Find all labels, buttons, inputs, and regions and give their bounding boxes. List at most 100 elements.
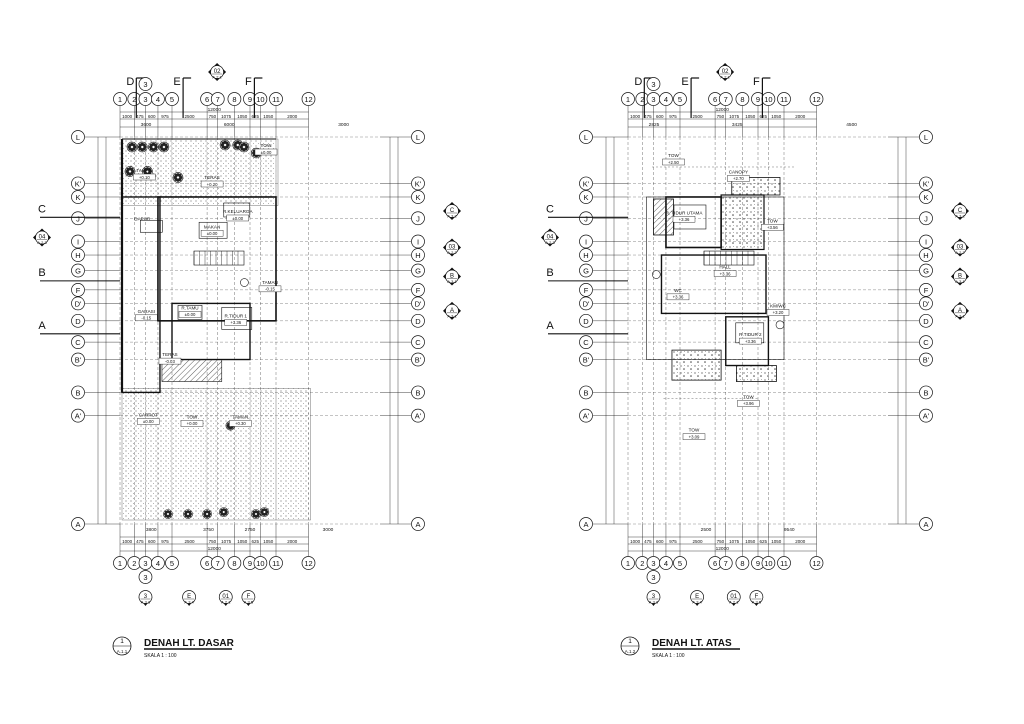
callout-right-C-circle xyxy=(445,204,459,218)
grid-bubble-bottom-12-circle xyxy=(301,556,316,570)
dim-top-10: 2000 xyxy=(795,114,806,119)
level-box-7 xyxy=(224,319,247,326)
room-level-3: +3.56 xyxy=(767,225,778,230)
grid-bubble-bottom-3b: 3 xyxy=(651,573,655,582)
callout-right-B-code: A.3.1 xyxy=(955,279,965,284)
grid-bubble-right-H: H xyxy=(415,251,420,260)
grid-bubble-right-D'-circle xyxy=(411,296,425,311)
callout-left-04-circle xyxy=(543,230,557,245)
grid-bubble-top-12: 12 xyxy=(812,95,820,104)
grid-bubble-left-K-circle xyxy=(579,190,593,204)
room-label-5: GARASI xyxy=(138,309,155,314)
grid-bubble-left-A-circle xyxy=(71,517,85,531)
yard-shrub-1-leaf xyxy=(188,510,192,514)
section-tag-top-02: 02A.2.1 xyxy=(208,63,227,81)
garden-shrub-1-leaf xyxy=(142,143,146,147)
grid-bubble-bottom-2: 2 xyxy=(132,559,136,568)
grid-bubble-right-F-circle xyxy=(919,283,933,297)
dim-bottom-group-0: 2500 xyxy=(701,527,712,533)
garden-shrub-4 xyxy=(219,139,231,151)
grid-bubble-top-5-circle xyxy=(165,92,179,106)
room-level-10: -0.15 xyxy=(265,287,275,292)
section-tag-top-02-circle xyxy=(210,65,224,79)
level-box-9 xyxy=(137,418,160,425)
dim-top-0: 1000 xyxy=(630,114,641,119)
section-tag-bottom-01: 01A.2.1 xyxy=(726,590,741,606)
grid-bubble-left-K: K xyxy=(583,193,588,202)
roof-tile-hatch xyxy=(653,198,674,236)
section-tag-top-02-label: 02 xyxy=(722,69,729,75)
dim-bottom-6: 1075 xyxy=(729,539,740,544)
grid-bubble-bottom-11-circle xyxy=(269,556,283,570)
grid-bubble-right-A-circle xyxy=(411,517,425,531)
section-marker-E: E xyxy=(173,76,180,88)
grid-bubble-left-K: K xyxy=(75,193,80,202)
grid-bubble-bottom-7: 7 xyxy=(724,559,728,568)
grid-bubble-bottom-8-circle xyxy=(735,556,750,570)
grid-bubble-right-G: G xyxy=(415,267,421,276)
grid-bubble-left-K': K' xyxy=(75,179,82,188)
callout-left-04: 04A.2.3 xyxy=(541,228,559,247)
callout-right-B-circle xyxy=(953,269,967,284)
grid-bubble-right-A'-circle xyxy=(411,408,425,423)
grid-bubble-left-I: I xyxy=(77,237,79,246)
dim-bottom-4: 2500 xyxy=(693,539,704,544)
callout-left-04-code: A.2.3 xyxy=(37,240,47,245)
level-box-3 xyxy=(200,230,224,237)
grid-bubble-left-C: C xyxy=(75,338,81,347)
grid-bubble-left-K-circle xyxy=(71,190,85,204)
garden-shrub-0-leaf xyxy=(132,143,136,147)
dim-top-3: 975 xyxy=(669,114,677,119)
yard-shrub-6 xyxy=(259,507,270,517)
room-label-8: TERAS xyxy=(162,352,177,357)
callout-right-B: BA.3.1 xyxy=(951,267,969,286)
room-level-7: +3.20 xyxy=(773,310,784,315)
room-level-3: ±0.00 xyxy=(207,231,218,236)
grid-bubble-left-A': A' xyxy=(75,412,82,421)
yard-shrub-3-leaf xyxy=(224,508,227,512)
section-tag-bottom-F-code: A.3.5 xyxy=(752,600,762,605)
grid-bubble-left-F: F xyxy=(76,286,81,295)
grid-bubble-bottom-12-circle xyxy=(809,556,824,570)
grid-bubble-right-F: F xyxy=(416,286,421,295)
dim-top-5: 750 xyxy=(209,114,217,119)
grid-bubble-right-K': K' xyxy=(923,179,930,188)
section-tag-bottom-E-label: E xyxy=(695,594,699,600)
grid-bubble-left-F: F xyxy=(584,286,589,295)
dim-bottom-group-3: 3000 xyxy=(323,527,334,533)
dim-top-group-2: 4500 xyxy=(846,122,857,128)
grid-bubble-left-C-circle xyxy=(579,335,593,349)
section-marker-F: F xyxy=(753,76,760,88)
grid-bubble-right-A'-circle xyxy=(919,408,933,423)
toilet-fixture xyxy=(240,278,249,287)
level-box-8 xyxy=(158,357,182,365)
room-label-0: R. TIDUR UTAMA xyxy=(666,210,704,215)
grid-bubble-top-11: 11 xyxy=(272,95,280,104)
grid-bubble-right-B'-circle xyxy=(411,352,425,367)
kmwc-fixture xyxy=(775,320,785,330)
dim-top-4: 2500 xyxy=(693,114,704,119)
grid-bubble-left-A': A' xyxy=(583,412,590,421)
room-label-9: CARPOT xyxy=(139,412,158,417)
grid-bubble-top-3b: 3 xyxy=(143,80,147,89)
callout-right-B-circle xyxy=(445,269,459,284)
grid-bubble-top-2: 2 xyxy=(640,95,644,104)
grid-bubble-right-B: B xyxy=(923,388,928,397)
side-section-A: A xyxy=(546,320,554,332)
grid-bubble-bottom-11: 11 xyxy=(780,559,788,568)
grid-bubble-top-9: 9 xyxy=(756,95,760,104)
level-box-5 xyxy=(713,270,737,277)
room-label-5: HALL xyxy=(719,265,731,270)
grid-bubble-right-D'-circle xyxy=(919,296,933,311)
grid-bubble-bottom-12: 12 xyxy=(304,559,312,568)
dim-bottom-4: 2500 xyxy=(185,539,196,544)
garden-shrub-6 xyxy=(238,141,250,153)
side-section-A: A xyxy=(38,320,46,332)
grid-bubble-left-I-circle xyxy=(579,234,593,249)
grid-bubble-bottom-10: 10 xyxy=(764,559,772,568)
section-tag-bottom-01: 01A.2.1 xyxy=(218,590,233,606)
dim-bottom-6: 1075 xyxy=(221,539,232,544)
yard-shrub-2 xyxy=(202,509,212,519)
room-level-8: +3.09 xyxy=(689,434,700,439)
grid-bubble-right-J-circle xyxy=(919,211,933,226)
